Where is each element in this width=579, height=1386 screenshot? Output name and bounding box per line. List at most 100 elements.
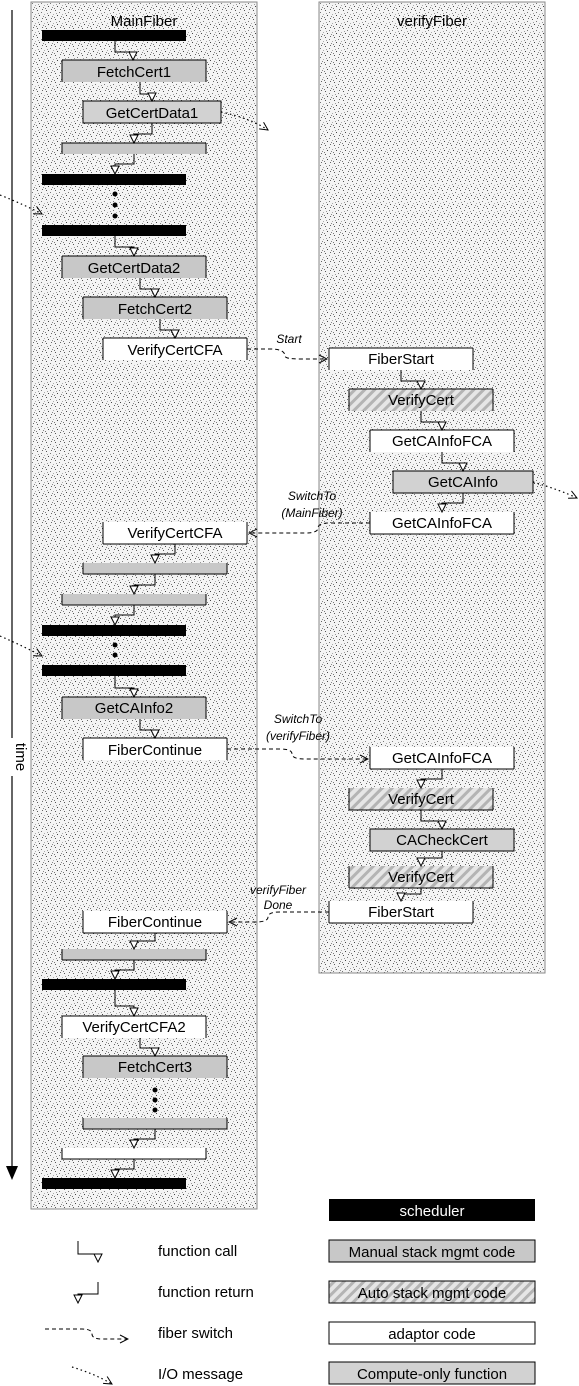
scheduler-block xyxy=(42,30,186,41)
get-ca-info2-label: GetCAInfo2 xyxy=(95,700,173,717)
return-arrow xyxy=(155,544,176,563)
ellipsis-dot xyxy=(152,1107,158,1113)
call-arrow xyxy=(159,319,175,338)
get-cert-data2-label: GetCertData2 xyxy=(88,260,181,277)
ellipsis-dot xyxy=(152,1087,158,1093)
call-arrow xyxy=(114,41,133,60)
fiber-start-block xyxy=(329,348,473,370)
scheduler-block xyxy=(42,625,186,636)
call-arrow xyxy=(114,990,134,1016)
return-bar xyxy=(62,143,206,154)
verify-call-connectors xyxy=(401,370,463,901)
get-ca-info-fca-block xyxy=(370,512,514,534)
scheduler-block xyxy=(42,979,186,990)
call-arrow xyxy=(139,82,152,101)
time-label-bg xyxy=(3,738,21,776)
verify-cert-cfa-label: VerifyCertCFA xyxy=(127,525,222,542)
call-arrow xyxy=(139,1038,155,1056)
return-bar xyxy=(62,1148,206,1159)
legend-compute-label: Compute-only function xyxy=(357,1366,507,1383)
return-arrow xyxy=(421,769,443,788)
legend-function-call-label: function call xyxy=(158,1243,237,1260)
legend: scheduler Manual stack mgmt code Auto st… xyxy=(45,1199,536,1385)
legend-function-return-label: function return xyxy=(158,1284,254,1301)
verify-cert-cfa-block xyxy=(103,522,247,544)
ellipsis-dot xyxy=(112,202,118,208)
return-bar xyxy=(62,949,206,960)
return-arrow xyxy=(115,154,135,174)
call-arrow xyxy=(139,719,155,738)
legend-scheduler-swatch xyxy=(329,1199,535,1221)
ellipsis-dot xyxy=(112,652,118,658)
verify-cert-auto-block xyxy=(349,788,493,810)
legend-adaptor-swatch xyxy=(328,1321,536,1345)
fiber-continue-block xyxy=(83,911,227,933)
ellipsis-dot xyxy=(152,1097,158,1103)
get-ca-info-fca-label: GetCAInfoFCA xyxy=(392,515,492,532)
get-cert-data2-block xyxy=(62,256,206,278)
time-arrowhead xyxy=(6,1166,18,1180)
call-arrow xyxy=(114,236,134,256)
fiber-continue-label: FiberContinue xyxy=(108,914,202,931)
ca-check-cert-label: CACheckCert xyxy=(396,832,489,849)
legend-auto-label: Auto stack mgmt code xyxy=(358,1285,506,1302)
fiber-start-label: FiberStart xyxy=(368,351,435,368)
fetch-cert2-label: FetchCert2 xyxy=(118,301,192,318)
fiber-start-block xyxy=(329,901,473,923)
legend-auto-swatch xyxy=(328,1280,536,1304)
verify-cert-label: VerifyCert xyxy=(388,392,455,409)
return-arrow xyxy=(115,960,135,979)
legend-fiber-switch-icon xyxy=(45,1328,128,1339)
switch-start-label: Start xyxy=(276,332,302,346)
main-fiber-title: MainFiber xyxy=(111,13,178,30)
switch-to-verify-label-1: SwitchTo xyxy=(274,712,323,726)
time-label: time xyxy=(12,743,29,771)
call-arrow xyxy=(114,676,134,697)
fiber-switch-arrows xyxy=(227,348,370,922)
legend-scheduler-label: scheduler xyxy=(399,1203,464,1220)
scheduler-block xyxy=(42,665,186,676)
call-arrow xyxy=(420,411,442,430)
fiber-switch-to-main-arrow xyxy=(249,522,370,533)
switch-to-verify-label-2: (verifyFiber) xyxy=(266,729,330,743)
scheduler-block xyxy=(42,225,186,236)
return-bar xyxy=(62,594,206,605)
call-arrow xyxy=(400,370,421,389)
fiber-continue-label: FiberContinue xyxy=(108,742,202,759)
legend-function-return-icon xyxy=(78,1282,99,1303)
return-arrow xyxy=(442,493,464,512)
verify-cert-label: VerifyCert xyxy=(388,791,455,808)
fiber-start-label: FiberStart xyxy=(368,904,435,921)
fetch-cert3-block xyxy=(83,1056,227,1078)
io-message-arrow xyxy=(220,111,268,130)
legend-compute-swatch xyxy=(328,1361,536,1385)
get-ca-info-fca-label: GetCAInfoFCA xyxy=(392,750,492,767)
legend-io-message-icon xyxy=(71,1366,112,1384)
return-arrow xyxy=(115,1159,135,1178)
get-ca-info-fca-label: GetCAInfoFCA xyxy=(392,433,492,450)
legend-io-message-label: I/O message xyxy=(158,1366,243,1383)
return-arrow xyxy=(134,1129,156,1148)
scheduler-block xyxy=(42,1178,186,1189)
legend-manual-label: Manual stack mgmt code xyxy=(349,1244,516,1261)
get-cert-data1-label: GetCertData1 xyxy=(106,105,199,122)
scheduler-block xyxy=(42,174,186,185)
io-message-arrows xyxy=(0,111,577,657)
return-bar xyxy=(83,563,227,574)
main-call-connectors xyxy=(115,41,175,1178)
ellipsis-dot xyxy=(112,213,118,219)
call-arrow xyxy=(441,452,463,471)
legend-fiber-switch-label: fiber switch xyxy=(158,1325,233,1342)
switch-to-main-label-1: SwitchTo xyxy=(288,489,337,503)
fiber-continue-block xyxy=(83,738,227,760)
return-arrow xyxy=(134,933,156,949)
legend-manual-swatch xyxy=(328,1239,536,1263)
verify-cert-label: VerifyCert xyxy=(388,869,455,886)
call-arrow xyxy=(139,278,155,297)
get-ca-info-label: GetCAInfo xyxy=(428,474,498,491)
verify-fiber-title: verifyFiber xyxy=(397,13,467,30)
verify-cert-auto-block xyxy=(349,389,493,411)
verify-cert-auto-block xyxy=(349,866,493,888)
return-arrow xyxy=(134,574,156,594)
